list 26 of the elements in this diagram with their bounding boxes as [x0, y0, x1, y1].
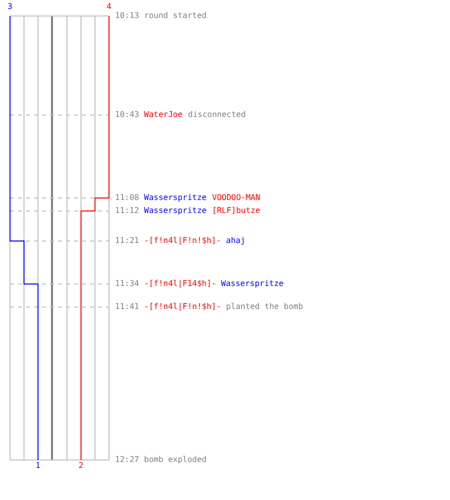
player-name: -[f!n4l|F!n!$h]-: [144, 236, 222, 246]
event-text: planted the bomb: [226, 302, 304, 312]
event-text: round started: [144, 11, 207, 21]
count-label: 2: [78, 461, 84, 471]
player-name: WaterJoe: [144, 110, 183, 120]
time-label: 10:43: [115, 110, 140, 120]
count-label: 3: [8, 2, 12, 12]
player-name: ahaj: [226, 236, 246, 246]
time-label: 12:27: [115, 455, 140, 465]
player-name: Wasserspritze: [221, 279, 284, 289]
time-label: 11:41: [115, 302, 140, 312]
count-label: 4: [106, 2, 112, 12]
player-name: Wasserspritze: [144, 206, 207, 216]
time-label: 11:34: [115, 279, 140, 289]
count-label: 1: [36, 461, 40, 471]
time-label: 11:12: [115, 206, 140, 216]
player-name: Wasserspritze: [144, 193, 207, 203]
time-label: 10:13: [115, 11, 140, 21]
player-name: VOODOO-MAN: [212, 193, 260, 203]
player-name: -[f!n4l|F!n!$h]-: [144, 302, 222, 312]
event-text: bomb exploded: [144, 455, 207, 465]
time-label: 11:21: [115, 236, 140, 246]
event-text: disconnected: [188, 110, 246, 120]
time-label: 11:08: [115, 193, 140, 203]
player-name: -[f!n4l|F14$h]-: [144, 279, 216, 289]
player-name: [RLF]butze: [212, 206, 260, 216]
